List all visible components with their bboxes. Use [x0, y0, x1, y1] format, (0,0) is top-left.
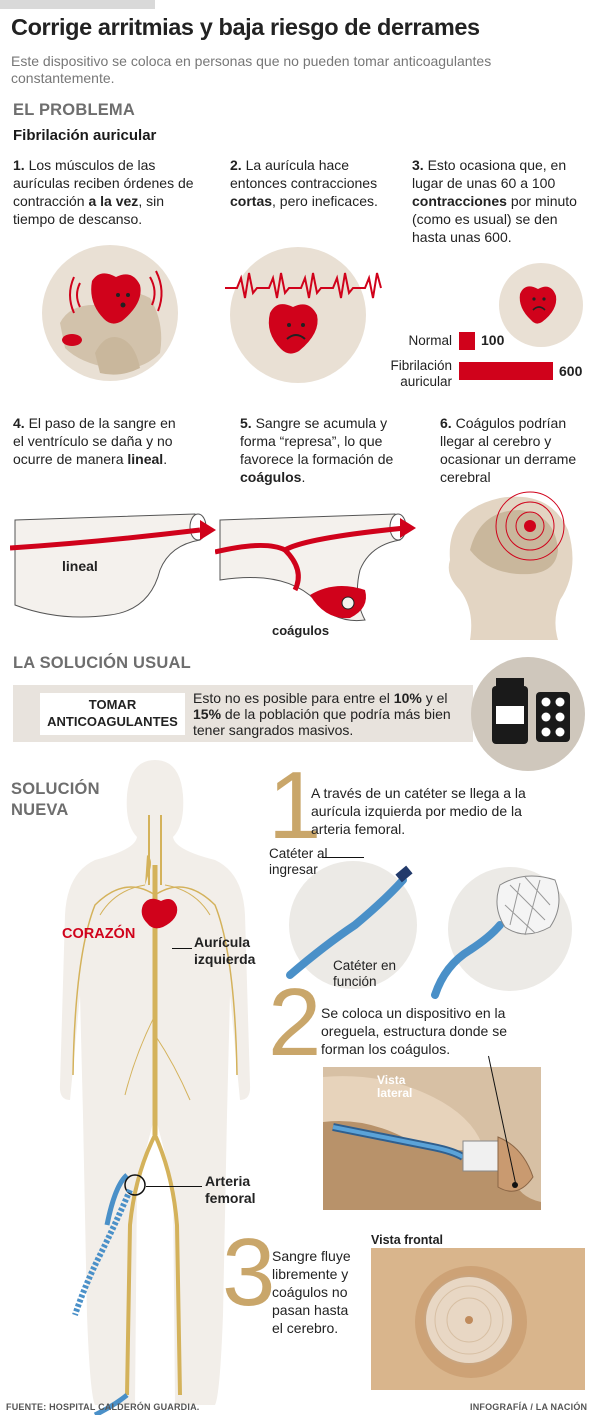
usual-box — [40, 693, 185, 735]
auricula-leader-line — [172, 948, 192, 949]
vessel-lineal-illustration — [10, 513, 216, 618]
problem-subheading: Fibrilación auricular — [13, 127, 157, 144]
catheter-entering-illustration — [286, 861, 417, 989]
label-cateter-ingresar: Catéter al ingresar — [269, 846, 328, 877]
step-2-number: 2 — [268, 969, 322, 1076]
label-vista-frontal: Vista frontal — [371, 1233, 444, 1247]
heartbeat-illustration — [225, 247, 382, 383]
heart-body-illustration — [42, 245, 178, 381]
page-title: Corrige arritmias y baja riesgo de derra… — [11, 14, 480, 40]
body-arteries-illustration — [59, 760, 251, 1415]
footer-source: FUENTE: HOSPITAL CALDERÓN GUARDIA. — [6, 1402, 200, 1412]
bar-label-fibrilacion: Fibrilación auricular — [390, 358, 452, 389]
bar-value-normal: 100 — [481, 332, 505, 348]
vessel-clot-illustration — [215, 513, 416, 622]
section-problem-heading: EL PROBLEMA — [13, 101, 135, 119]
top-accent-bar — [0, 0, 155, 9]
step-2-text: 2. La aurícula hace entonces contraccion… — [230, 157, 378, 209]
bar-normal — [459, 332, 475, 350]
section-usual-heading: LA SOLUCIÓN USUAL — [13, 654, 191, 672]
step-5-text: 5. Sangre se acumula y forma “represa”, … — [240, 415, 394, 485]
page-subtitle: Este dispositivo se coloca en personas q… — [11, 53, 492, 86]
label-corazon: CORAZÓN — [62, 926, 136, 942]
step-1-text: 1. Los músculos de las aurículas reciben… — [13, 157, 194, 227]
cateter-ingresar-leader — [322, 857, 364, 858]
step-3-text: 3. Esto ocasiona que, en lugar de unas 6… — [412, 157, 577, 245]
medicine-pills-icon — [471, 657, 585, 771]
bar-fibrilacion — [459, 362, 553, 380]
new-step-3-text: Sangre fluye libremente y coágulos no pa… — [272, 1248, 351, 1336]
vista-lateral-illustration — [323, 1067, 541, 1210]
footer-credit: INFOGRAFÍA / LA NACIÓN — [470, 1402, 588, 1412]
label-auricula-izquierda: Aurícula izquierda — [194, 934, 256, 967]
step-1-number: 1 — [268, 752, 322, 859]
bar-label-normal: Normal — [408, 333, 452, 348]
head-brain-illustration — [448, 491, 573, 640]
sad-heart-illustration — [499, 263, 583, 347]
label-cateter-funcion: Catéter en función — [333, 958, 397, 989]
bar-value-fibrilacion: 600 — [559, 363, 583, 379]
catheter-function-illustration — [431, 867, 572, 999]
arteria-leader-line — [146, 1186, 202, 1187]
label-arteria-femoral: Arteria femoral — [205, 1173, 256, 1206]
new-step-1-text: A través de un catéter se llega a la aur… — [311, 785, 526, 837]
step-3-number: 3 — [222, 1219, 276, 1326]
step-4-text: 4. El paso de la sangre en el ventrículo… — [13, 415, 176, 467]
new-step-2-text: Se coloca un dispositivo en la oreguela,… — [321, 1005, 508, 1057]
vessel-label-coagulos: coágulos — [272, 623, 330, 638]
label-vista-lateral: Vista lateral — [377, 1073, 413, 1100]
vessel-label-lineal: lineal — [62, 558, 98, 574]
tomar-anticoagulantes: TOMAR ANTICOAGULANTES — [47, 697, 178, 729]
vista-frontal-illustration — [371, 1248, 585, 1390]
usual-text: Esto no es posible para entre el 10% y e… — [193, 690, 451, 738]
step-6-text: 6. Coágulos podrían llegar al cerebro y … — [440, 415, 577, 485]
